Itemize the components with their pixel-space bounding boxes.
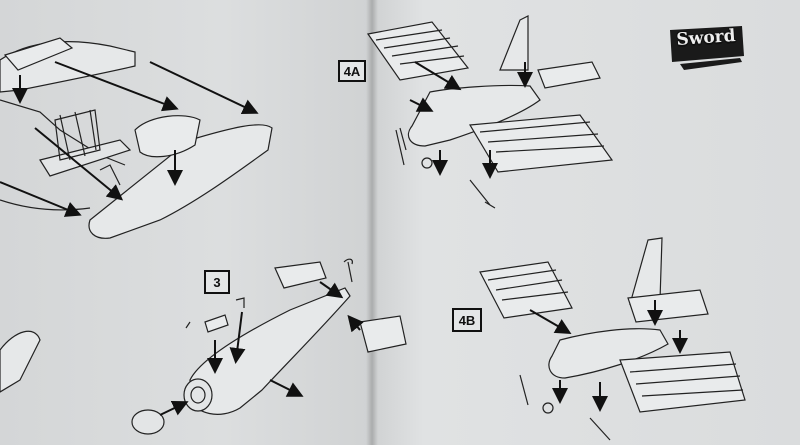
- step-label-3: 3: [204, 270, 230, 294]
- assembly-arrows-step-3: [159, 281, 364, 416]
- step-4a-drawing: [366, 15, 614, 209]
- assembly-arrows-left: [0, 61, 259, 217]
- step-3-drawing: [0, 258, 407, 435]
- assembly-arrows-4b: [529, 300, 688, 412]
- sword-logo-badge: [670, 26, 744, 70]
- step-4b-drawing: [479, 237, 746, 441]
- fuselage-assembly-drawing: [0, 37, 273, 239]
- assembly-arrows-4a: [409, 61, 533, 179]
- step-label-4a: 4A: [338, 60, 366, 82]
- step-label-4b: 4B: [452, 308, 482, 332]
